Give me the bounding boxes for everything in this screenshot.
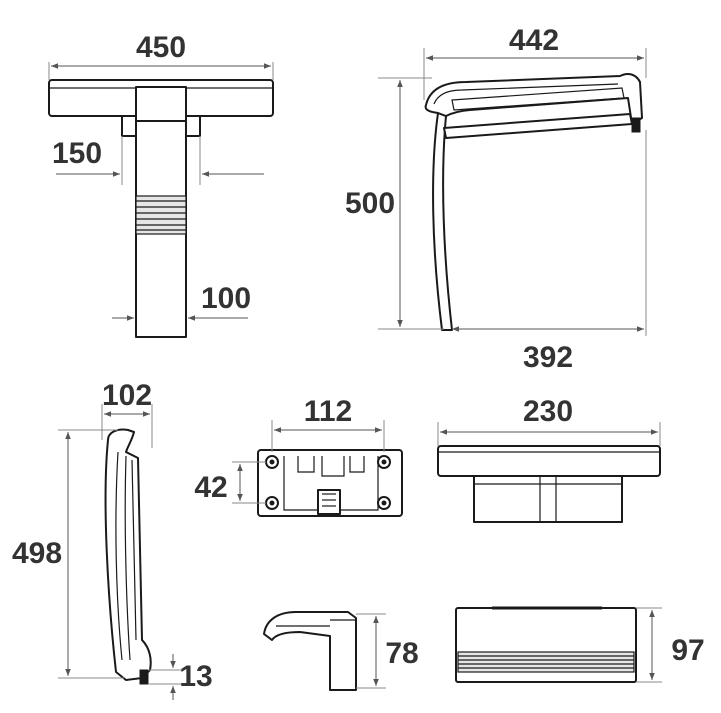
seat-view: 230: [437, 395, 661, 523]
side-leg: [432, 112, 453, 331]
dim-top-width: 450: [136, 31, 186, 64]
front-view: 450 150 100: [48, 31, 274, 338]
bracket-latch: [317, 489, 341, 515]
dim-side-width: 442: [509, 24, 559, 57]
dim-arm-height: 78: [385, 637, 418, 670]
arm-body: [263, 611, 357, 691]
box-ribs: [457, 651, 635, 673]
dim-stem-width: 150: [52, 137, 102, 170]
mount-tab-left: [121, 115, 137, 137]
folded-foot: [139, 669, 149, 685]
dim-side-base: 392: [523, 341, 573, 374]
seat-under-block: [473, 475, 623, 523]
box-view: 97: [455, 606, 705, 683]
bracket-view: 112 42: [194, 395, 403, 517]
bracket-screw-holes: [265, 455, 391, 510]
mount-tab-right: [185, 115, 201, 137]
bracket-plate: [257, 449, 403, 517]
seat-top: [437, 445, 661, 477]
arm-view: 78: [263, 611, 419, 691]
dim-bracket-height: 42: [194, 471, 227, 504]
column-ribs: [135, 195, 187, 235]
center-block: [135, 86, 187, 122]
folded-view: 102 498 13: [12, 379, 213, 700]
side-hinge: [631, 117, 641, 133]
dim-side-height: 500: [345, 187, 395, 220]
side-strut: [443, 113, 633, 139]
dim-bracket-width: 112: [304, 395, 352, 428]
dim-folded-foot: 13: [179, 660, 212, 693]
dim-folded-height: 498: [12, 537, 62, 570]
dim-column-width: 100: [201, 282, 251, 315]
folded-body: [104, 428, 152, 681]
dim-seat-width: 230: [523, 395, 573, 428]
dim-folded-depth: 102: [102, 379, 152, 412]
dim-box-height: 97: [671, 634, 704, 667]
side-view: 442 500 392: [345, 24, 647, 374]
